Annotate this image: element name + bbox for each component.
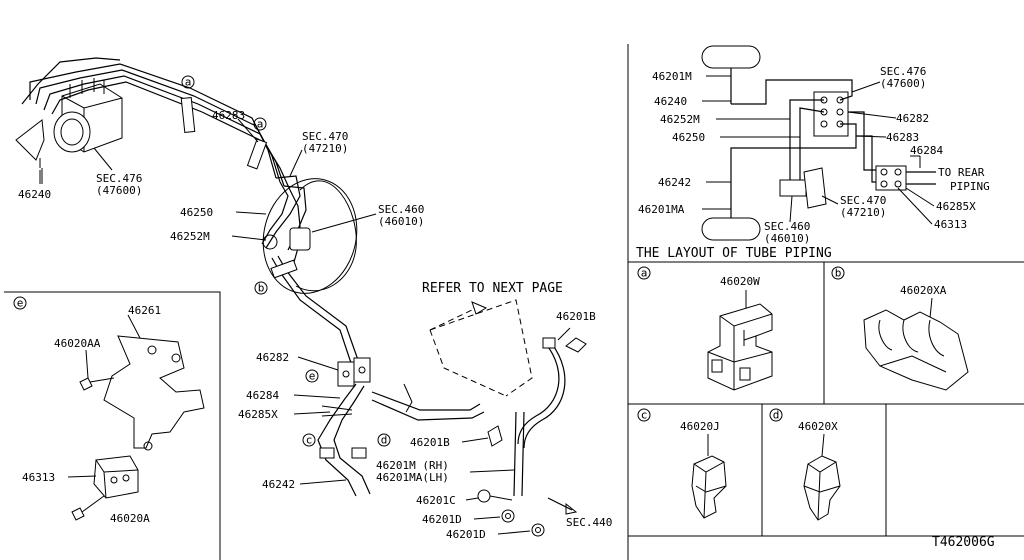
label-46020a: 46020A [110,512,150,525]
label-46201d-a: 46201D [422,513,462,526]
label-46020x: 46020X [798,420,838,433]
layout-label-46201ma: 46201MA [638,203,685,216]
svg-text:d: d [381,434,388,447]
svg-text:a: a [185,76,192,89]
layout-label-sec470: SEC.470 [840,194,886,207]
label-46020w: 46020W [720,275,760,288]
layout-label-46242: 46242 [658,176,691,189]
junction-block [337,357,371,387]
drawing-code: T462006G [932,535,995,550]
label-46201b-lower: 46201B [410,436,450,449]
front-tubes [270,255,485,497]
layout-title: THE LAYOUT OF TUBE PIPING [636,246,832,261]
svg-text:a: a [641,267,648,280]
label-46285x: 46285X [238,408,278,421]
svg-text:c: c [641,409,648,422]
clip-detail-grid: a 46020W b 46020XA c 46020J [628,262,1024,537]
label-46020aa: 46020AA [54,337,101,350]
svg-text:c: c [306,434,313,447]
label-46284: 46284 [246,389,279,402]
abs-actuator [53,78,123,153]
label-sec460-sub: (46010) [378,215,424,228]
layout-label-to-rear: TO REAR [938,166,985,179]
layout-label-sec476: SEC.476 [880,65,926,78]
tube-bundle [21,57,307,263]
label-sec476: SEC.476 [96,172,142,185]
label-46252m: 46252M [170,230,210,243]
label-46201d-b: 46201D [446,528,486,541]
brake-booster [262,178,358,294]
label-refer-next-page: REFER TO NEXT PAGE [422,281,563,296]
callout-d-main: d [377,433,391,447]
callout-a-main: a [181,75,195,89]
svg-text:e: e [309,370,316,383]
tube-layout-panel: THE LAYOUT OF TUBE PIPING 46201M 46240 4… [627,44,1024,560]
layout-label-sec460-sub: (46010) [764,232,810,245]
label-46282: 46282 [256,351,289,364]
layout-label-sec470-sub: (47210) [840,206,886,219]
label-sec470: SEC.470 [302,130,348,143]
svg-text:b: b [835,267,842,280]
label-sec440: SEC.440 [566,516,612,529]
callout-c-main: c [302,433,316,447]
detail-e-panel: e 46261 46020AA 46313 46020A [4,291,221,560]
layout-label-46250: 46250 [672,131,705,144]
label-46242: 46242 [262,478,295,491]
svg-text:d: d [773,409,780,422]
svg-text:a: a [257,118,264,131]
label-46313: 46313 [22,471,55,484]
leader-lines [41,118,571,535]
layout-label-46252m: 46252M [660,113,700,126]
bracket-46240 [15,119,45,168]
label-46283: 46283 [212,109,245,122]
label-46201ma-lh: 46201MA(LH) [376,471,449,484]
label-46020j: 46020J [680,420,720,433]
rear-hose [487,337,587,497]
layout-label-46201m: 46201M [652,70,692,83]
layout-label-46284: 46284 [910,144,943,157]
label-46201m-rh: 46201M (RH) [376,459,449,472]
label-46240: 46240 [18,188,51,201]
label-46201c: 46201C [416,494,456,507]
layout-label-46285x: 46285X [936,200,976,213]
label-46201b: 46201B [556,310,596,323]
svg-text:b: b [258,282,265,295]
refer-box [429,299,533,397]
label-sec460: SEC.460 [378,203,424,216]
clip-c-detail: c 46020J [637,408,727,519]
layout-label-46282: 46282 [896,112,929,125]
clip-a-detail: a 46020W [637,266,773,391]
callout-b-main: b [254,281,268,295]
layout-label-46240: 46240 [654,95,687,108]
bolt-washers [477,489,545,537]
label-46261: 46261 [128,304,161,317]
layout-label-piping: PIPING [950,180,990,193]
clip-d-detail: d 46020X [769,408,841,521]
callout-e-main: e [305,369,319,383]
label-46250: 46250 [180,206,213,219]
layout-label-46313: 46313 [934,218,967,231]
main-assembly: a a b e c d 46240 SEC.476 (47600) 46283 … [15,57,612,541]
label-46020xa: 46020XA [900,284,947,297]
layout-label-46283: 46283 [886,131,919,144]
svg-text:e: e [17,297,24,310]
layout-label-sec460: SEC.460 [764,220,810,233]
label-sec476-sub: (47600) [96,184,142,197]
clip-b-detail: b 46020XA [831,266,969,391]
callout-a-main-2: a [253,117,267,131]
label-sec470-sub: (47210) [302,142,348,155]
layout-label-sec476-sub: (47600) [880,77,926,90]
